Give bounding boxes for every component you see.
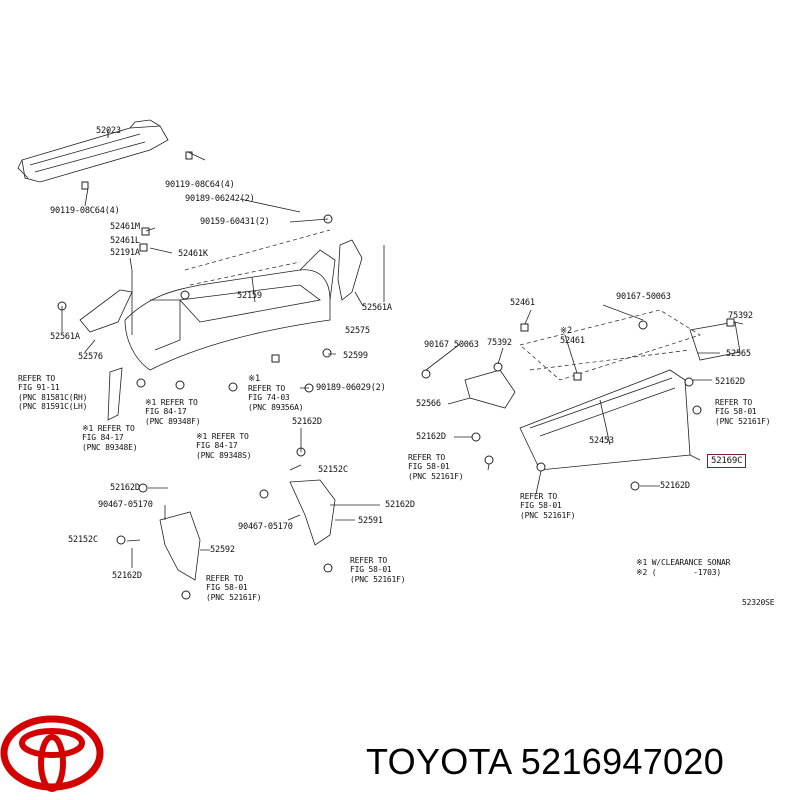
label-52162d-e: 52162D <box>416 432 446 442</box>
leader-lines <box>61 132 744 568</box>
label-52162d-b: 52162D <box>110 483 140 493</box>
label-90119-a: 90119-08C64(4) <box>165 180 235 190</box>
label-90189-a: 90189-06242(2) <box>185 194 255 204</box>
label-diagram-code: 52320SE <box>742 598 775 607</box>
label-52591: 52591 <box>358 516 383 526</box>
ref-fig-84-17-c: ※1 REFER TO FIG 84-17 (PNC 89348S) <box>196 432 252 460</box>
ref-fig-74-03: REFER TO FIG 74-03 (PNC 89356A) <box>248 384 304 412</box>
label-star1-marker: ※1 <box>248 374 260 384</box>
toyota-logo-icon <box>0 715 104 792</box>
ref-fig-91-11: REFER TO FIG 91-11 (PNC 81581C(RH) (PNC … <box>18 374 88 412</box>
label-52575: 52575 <box>345 326 370 336</box>
right-panel-assembly <box>421 309 741 491</box>
side-brackets <box>79 239 363 421</box>
ref-fig-58-01-a: REFER TO FIG 58-01 (PNC 52161F) <box>206 574 262 602</box>
label-90167-a: 90167-50063 <box>616 292 671 302</box>
lower-brackets <box>116 447 336 600</box>
label-52159: 52159 <box>237 291 262 301</box>
label-52566: 52566 <box>416 399 441 409</box>
label-90189-b: 90189-06029(2) <box>316 383 386 393</box>
label-52162d-g: 52162D <box>660 481 690 491</box>
ref-fig-84-17-b: ※1 REFER TO FIG 84-17 (PNC 89348E) <box>82 424 138 452</box>
label-52152c-b: 52152C <box>68 535 98 545</box>
label-52453: 52453 <box>589 436 614 446</box>
bumper-cover <box>124 229 336 371</box>
label-star2-marker: ※2 <box>560 326 572 336</box>
label-90467-a: 90467-05170 <box>98 500 153 510</box>
ref-fig-58-01-e: REFER TO FIG 58-01 (PNC 52161F) <box>715 398 771 426</box>
label-52461l: 52461L <box>110 236 140 246</box>
label-52162d-c: 52162D <box>112 571 142 581</box>
label-52592: 52592 <box>210 545 235 555</box>
ref-fig-58-01-b: REFER TO FIG 58-01 (PNC 52161F) <box>350 556 406 584</box>
label-90119-b: 90119-08C64(4) <box>50 206 120 216</box>
label-52461-b: 52461 <box>560 336 585 346</box>
label-52023: 52023 <box>96 126 121 136</box>
label-52599: 52599 <box>343 351 368 361</box>
label-75392-a: 75392 <box>728 311 753 321</box>
label-52565: 52565 <box>726 349 751 359</box>
label-52162d-d: 52162D <box>385 500 415 510</box>
label-90167-b: 90167 50063 <box>424 340 479 350</box>
label-52576: 52576 <box>78 352 103 362</box>
note-clearance-sonar: ※1 W/CLEARANCE SONAR <box>636 558 731 567</box>
label-52561a-right: 52561A <box>362 303 392 313</box>
brand-caption: TOYOTA 5216947020 <box>366 741 725 782</box>
label-52461: 52461 <box>510 298 535 308</box>
label-52461m: 52461M <box>110 222 140 232</box>
label-90467-b: 90467-05170 <box>238 522 293 532</box>
label-90159: 90159-60431(2) <box>200 217 270 227</box>
note-date-range: ※2 ( -1703) <box>636 568 721 577</box>
ref-fig-58-01-d: REFER TO FIG 58-01 (PNC 52161F) <box>520 492 576 520</box>
label-52162d-f: 52162D <box>715 377 745 387</box>
label-52561a-left: 52561A <box>50 332 80 342</box>
ref-fig-84-17-a: ※1 REFER TO FIG 84-17 (PNC 89348F) <box>145 398 201 426</box>
label-52169c-highlighted[interactable]: 52169C <box>707 454 747 468</box>
label-52162d-a: 52162D <box>292 417 322 427</box>
label-52152c-a: 52152C <box>318 465 348 475</box>
ref-fig-58-01-c: REFER TO FIG 58-01 (PNC 52161F) <box>408 453 464 481</box>
label-75392-b: 75392 <box>487 338 512 348</box>
label-52461k: 52461K <box>178 249 208 259</box>
parts-diagram-drawing <box>17 119 744 600</box>
label-52191a: 52191A <box>110 248 140 258</box>
reinforcement-bar-52023 <box>17 119 193 190</box>
left-fasteners <box>57 214 333 393</box>
